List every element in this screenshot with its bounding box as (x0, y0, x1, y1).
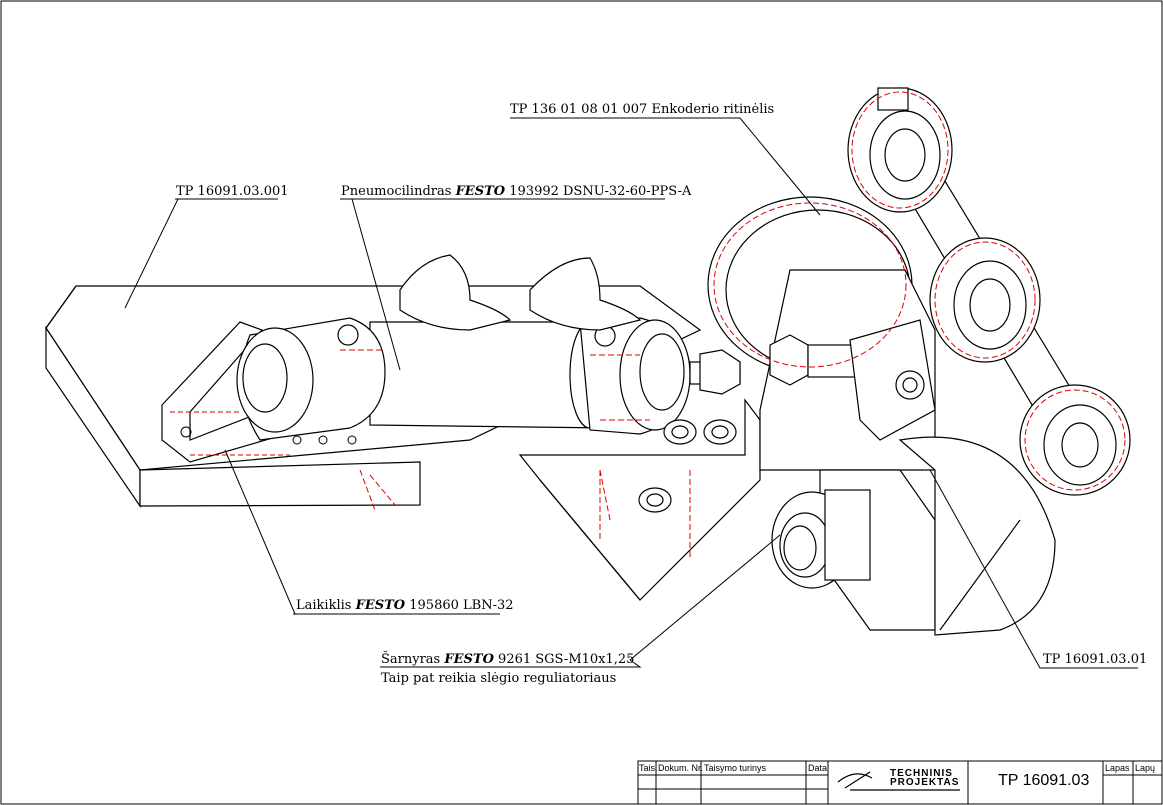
label-joint: Šarnyras FESTO 9261 SGS-M10x1,25 (381, 652, 634, 668)
label-joint-code: 9261 SGS-M10x1,25 (498, 652, 635, 667)
roller-wheels (847, 87, 1131, 496)
company-logo (837, 771, 960, 791)
label-joint-note: Taip pat reikia slėgio reguliatoriaus (381, 671, 617, 686)
roller-hidden-lines (713, 91, 1126, 491)
tb-col-lapas: Lapas (1105, 763, 1130, 773)
leader-lines (124, 117, 1138, 669)
foot-hidden-lines (170, 411, 290, 456)
label-assembly: TP 16091.03.01 (1043, 652, 1148, 667)
bracket-hidden-lines (599, 470, 691, 560)
label-plate: TP 16091.03.001 (176, 184, 289, 199)
cylinder-body (369, 321, 611, 429)
label-holder-brand: FESTO (355, 598, 406, 613)
label-holder: Laikiklis FESTO 195860 LBN-32 (296, 598, 514, 614)
label-joint-brand: FESTO (444, 652, 494, 667)
cylinder-end-cap-rear (236, 317, 386, 441)
tb-col-lapu: Lapų (1135, 763, 1156, 773)
label-cylinder-prefix: Pneumocilindras (341, 184, 452, 199)
cylinder-end-cap-front (579, 317, 691, 435)
tb-col-dokum: Dokum. Nr. (658, 763, 704, 773)
tb-col-data: Data (808, 763, 828, 773)
tb-company-line1: TECHNINIS (890, 768, 953, 779)
label-encoder-roller: TP 136 01 08 01 007 Enkoderio ritinėlis (510, 102, 775, 117)
tb-col-tais: Tais. (639, 763, 658, 773)
plate-holes (292, 435, 357, 445)
label-holder-code: 195860 LBN-32 (409, 598, 514, 613)
foot-hole (180, 426, 192, 438)
title-block-frame (637, 760, 1163, 805)
clamp-knobs (399, 254, 642, 331)
label-joint-prefix: Šarnyras (381, 652, 441, 667)
plate-hidden-lines (359, 469, 611, 521)
cylinder-hidden-lines (340, 349, 650, 421)
label-cylinder-code: 193992 DSNU-32-60-PPS-A (509, 184, 692, 199)
encoder-connector (771, 489, 871, 589)
label-cylinder: Pneumocilindras FESTO 193992 DSNU-32-60-… (341, 184, 691, 200)
bracket-nuts (638, 419, 737, 513)
piston-rod (689, 349, 741, 395)
tb-company-line2: PROJEKTAS (890, 777, 960, 788)
rod-eye-joint (769, 319, 936, 441)
label-holder-prefix: Laikiklis (296, 598, 352, 613)
tb-col-taisymo: Taisymo turinys (704, 763, 767, 773)
tb-drawing-number: TP 16091.03 (998, 772, 1090, 789)
label-cylinder-brand: FESTO (455, 184, 506, 199)
